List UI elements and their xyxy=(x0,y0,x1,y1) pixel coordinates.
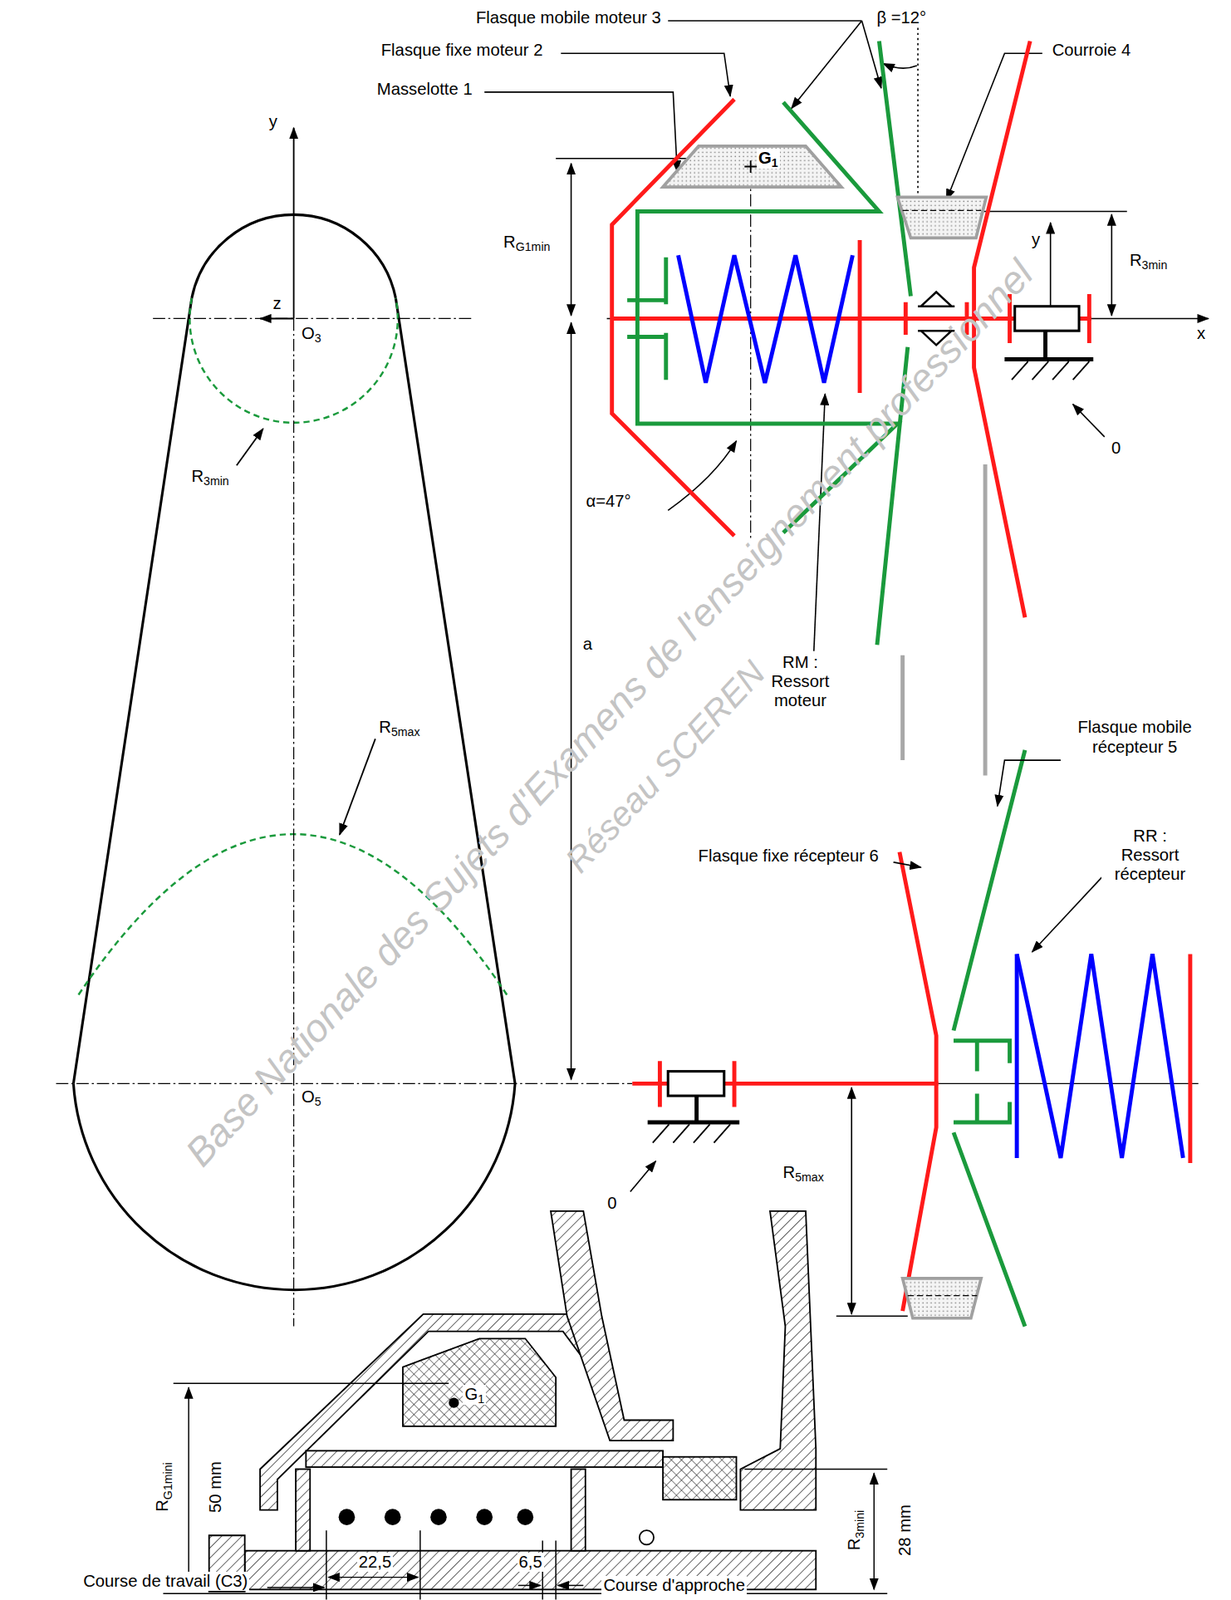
ground-label: 0 xyxy=(1109,438,1123,458)
dimension-value: 22,5 xyxy=(357,1552,393,1572)
subscript: 3min xyxy=(1142,258,1168,272)
dimension-label: R5max xyxy=(377,717,422,737)
subscript: 1 xyxy=(771,156,779,171)
part-name: Courroie 4 xyxy=(1050,40,1133,60)
point-name: O3 xyxy=(299,323,324,344)
point-name: G1 xyxy=(462,1384,486,1404)
dimension-label: RG1mini xyxy=(153,1460,173,1514)
watermark: Base Nationale des Sujets d'Examens de l… xyxy=(176,252,1043,1176)
dimension-label: R3min xyxy=(1128,250,1169,270)
dimension-value: 50 mm xyxy=(206,1459,226,1515)
dimension-value: 28 mm xyxy=(896,1502,916,1558)
part-name: RR : Ressort récepteur xyxy=(1101,826,1199,885)
dimension-note: Course de travail (C3) xyxy=(81,1571,250,1591)
part-name: RM : Ressort moteur xyxy=(762,652,838,712)
angle-label: β =12° xyxy=(874,8,928,28)
point-name: G1 xyxy=(756,148,780,168)
subscript: 3 xyxy=(314,332,322,346)
part-name: Masselotte 1 xyxy=(375,79,475,99)
dimension-label: R3mini xyxy=(844,1508,864,1553)
point-name: O5 xyxy=(299,1087,324,1107)
subscript: 1 xyxy=(477,1392,485,1407)
dimension-label: R5max xyxy=(781,1162,826,1182)
dimension-value: 6,5 xyxy=(517,1552,545,1572)
dimension-label: RG1min xyxy=(501,232,552,252)
part-name: Flasque fixe récepteur 6 xyxy=(696,846,881,866)
axis-label: y xyxy=(1029,230,1042,250)
subscript: 5 xyxy=(314,1094,322,1109)
ground-label: 0 xyxy=(605,1193,618,1213)
subscript: 5max xyxy=(794,1170,824,1184)
axis-label: y xyxy=(267,112,280,132)
subscript: G1min xyxy=(515,240,551,254)
dimension-note: Course d'approche xyxy=(601,1575,746,1595)
subscript: 3mini xyxy=(853,1510,867,1539)
part-name: Flasque fixe moteur 2 xyxy=(379,40,545,60)
subscript: G1mini xyxy=(161,1461,175,1500)
axis-label: x xyxy=(1195,323,1207,344)
part-name: Flasque mobile récepteur 5 xyxy=(1065,717,1204,757)
angle-label: α=47° xyxy=(584,491,633,511)
axis-label: z xyxy=(271,294,284,314)
dimension-label: a xyxy=(581,634,594,654)
subscript: 5max xyxy=(391,725,421,740)
subscript: 3min xyxy=(203,475,230,489)
dimension-label: R3min xyxy=(189,466,231,486)
part-name: Flasque mobile moteur 3 xyxy=(474,8,663,28)
